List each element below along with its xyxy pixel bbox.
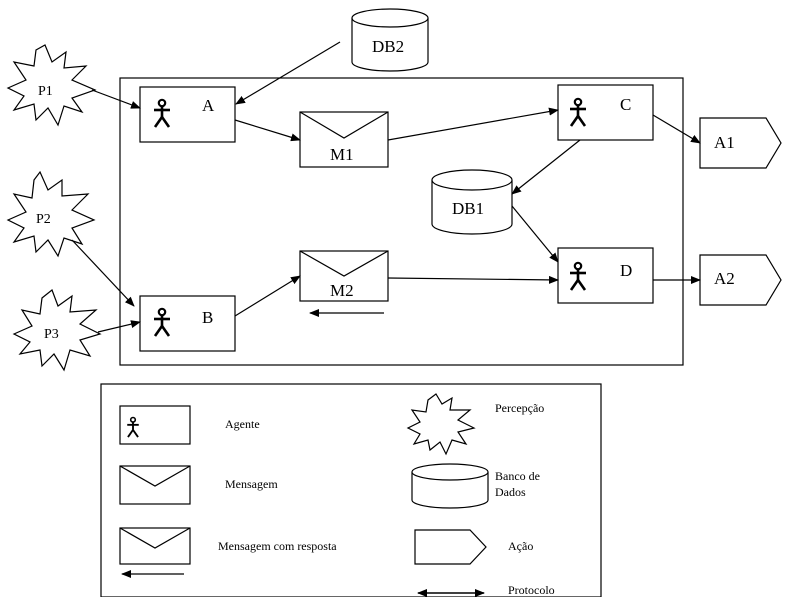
message-m1: M1 [299,111,389,168]
arrow-db2-a [235,41,341,105]
legend-box [100,383,602,597]
agent-c-label: C [620,95,631,114]
arrow-a-m1 [234,119,301,142]
arrow-c-db1 [511,139,581,195]
arrow-p1-a [91,89,141,109]
system-boundary [119,77,684,366]
agent-b-label: B [202,308,213,327]
perception-p1: P1 [6,44,97,127]
a1-label: A1 [714,133,735,152]
legend-message-reply-label: Mensagem com resposta [218,539,337,553]
m2-label: M2 [330,281,354,300]
arrow-m2-d [387,275,559,284]
agent-a: A [139,86,236,143]
arrow-m1-c [387,107,559,141]
agent-d-label: D [620,261,632,280]
perception-p2: P2 [6,170,96,258]
legend-agent-label: Agente [225,417,260,431]
agent-b: B [139,295,236,352]
legend-protocol: Protocolo [417,583,555,597]
arrow-db1-d [511,205,559,263]
agent-a-label: A [202,96,215,115]
agent-c: C [557,84,654,141]
perception-p3: P3 [12,289,102,372]
database-db1: DB1 [431,169,513,235]
p1-label: P1 [38,84,53,99]
legend-message-reply: Mensagem com resposta [119,527,337,578]
legend-message: Mensagem [119,465,278,505]
agent-d: D [557,247,654,304]
legend-protocol-label: Protocolo [508,583,555,597]
arrow-b-m2 [234,275,301,317]
legend-message-label: Mensagem [225,477,278,491]
database-db2: DB2 [351,8,429,72]
action-a2: A2 [699,254,782,306]
arrow-p2-b [71,239,135,307]
legend-database: Banco de Dados [411,463,540,509]
p3-label: P3 [44,327,59,342]
db1-label: DB1 [452,199,484,218]
arrow-c-a1 [652,114,701,144]
db2-label: DB2 [372,37,404,56]
legend-database-label-2: Dados [495,485,526,499]
legend-agent: Agente [119,405,260,445]
legend-action: Ação [414,529,533,565]
message-m2: M2 [299,250,389,317]
legend-perception: Percepção [406,393,544,456]
legend-database-label-1: Banco de [495,469,540,483]
legend-action-label: Ação [508,539,533,553]
action-a1: A1 [699,117,782,169]
p2-label: P2 [36,212,51,227]
legend-perception-label: Percepção [495,401,544,415]
arrow-p3-b [97,320,141,333]
m1-label: M1 [330,145,354,164]
a2-label: A2 [714,269,735,288]
